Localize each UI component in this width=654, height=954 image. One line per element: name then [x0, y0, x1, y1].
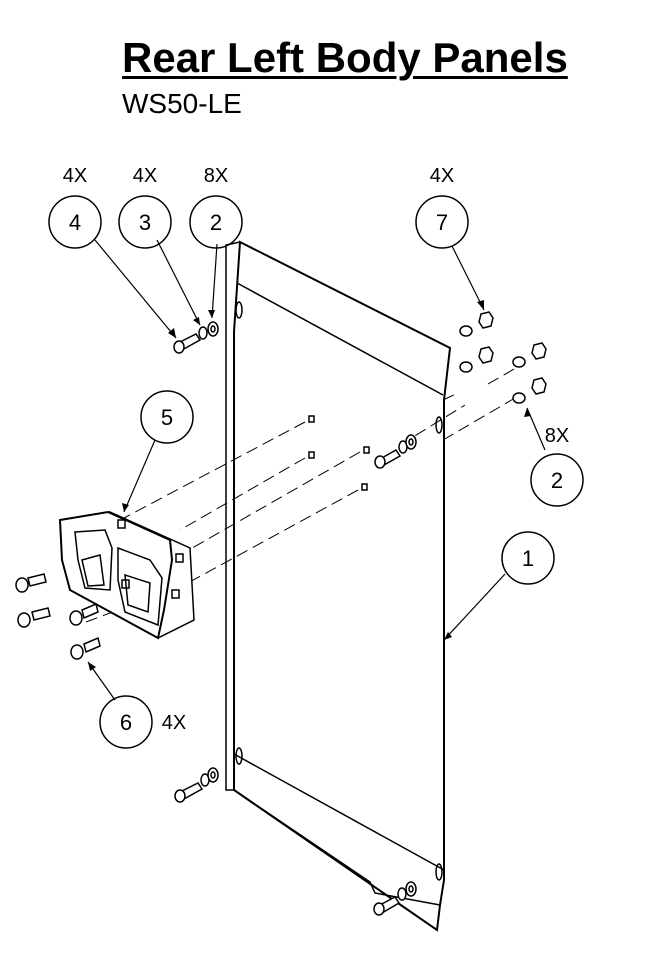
callout-number: 5: [161, 405, 173, 430]
callout-number: 6: [120, 710, 132, 735]
leader-lines: [87, 239, 546, 701]
callout-number: 2: [210, 210, 222, 235]
callout-circle-4: [48, 195, 102, 249]
model-number: WS50-LE: [122, 88, 242, 119]
page-title: Rear Left Body Panels: [122, 34, 568, 81]
bolt-stack-bottom-right: [373, 881, 417, 916]
callout-number: 3: [139, 210, 151, 235]
callout-circle-3: [118, 195, 172, 249]
callout-quantity: 4X: [63, 165, 87, 187]
callout-circle-7: [415, 195, 469, 249]
callout-number: 7: [436, 210, 448, 235]
step-bracket: [58, 510, 195, 640]
callout-circle-2-right: [530, 453, 584, 507]
callout-circle-6: [99, 695, 153, 749]
callout-number: 2: [551, 468, 563, 493]
callout-quantity: 4X: [133, 165, 157, 187]
callout-quantity: 8X: [545, 425, 569, 447]
callout-circle-5: [140, 390, 194, 444]
callout-number: 4: [69, 210, 81, 235]
callout-circle-2-top: [189, 195, 243, 249]
bolt-stack-bottom-left: [174, 767, 219, 803]
bolt-stack-middle: [374, 434, 417, 469]
callout-number: 1: [522, 546, 534, 571]
bolt-stack-top-left: [173, 321, 219, 354]
callout-circle-1: [501, 531, 555, 585]
callout-quantity: 4X: [162, 712, 186, 734]
callout-quantity: 4X: [430, 165, 454, 187]
nuts-and-washers-right: [459, 311, 547, 404]
callout-quantity: 8X: [204, 165, 228, 187]
carriage-bolts: [15, 573, 101, 660]
body-panel: [225, 240, 452, 932]
